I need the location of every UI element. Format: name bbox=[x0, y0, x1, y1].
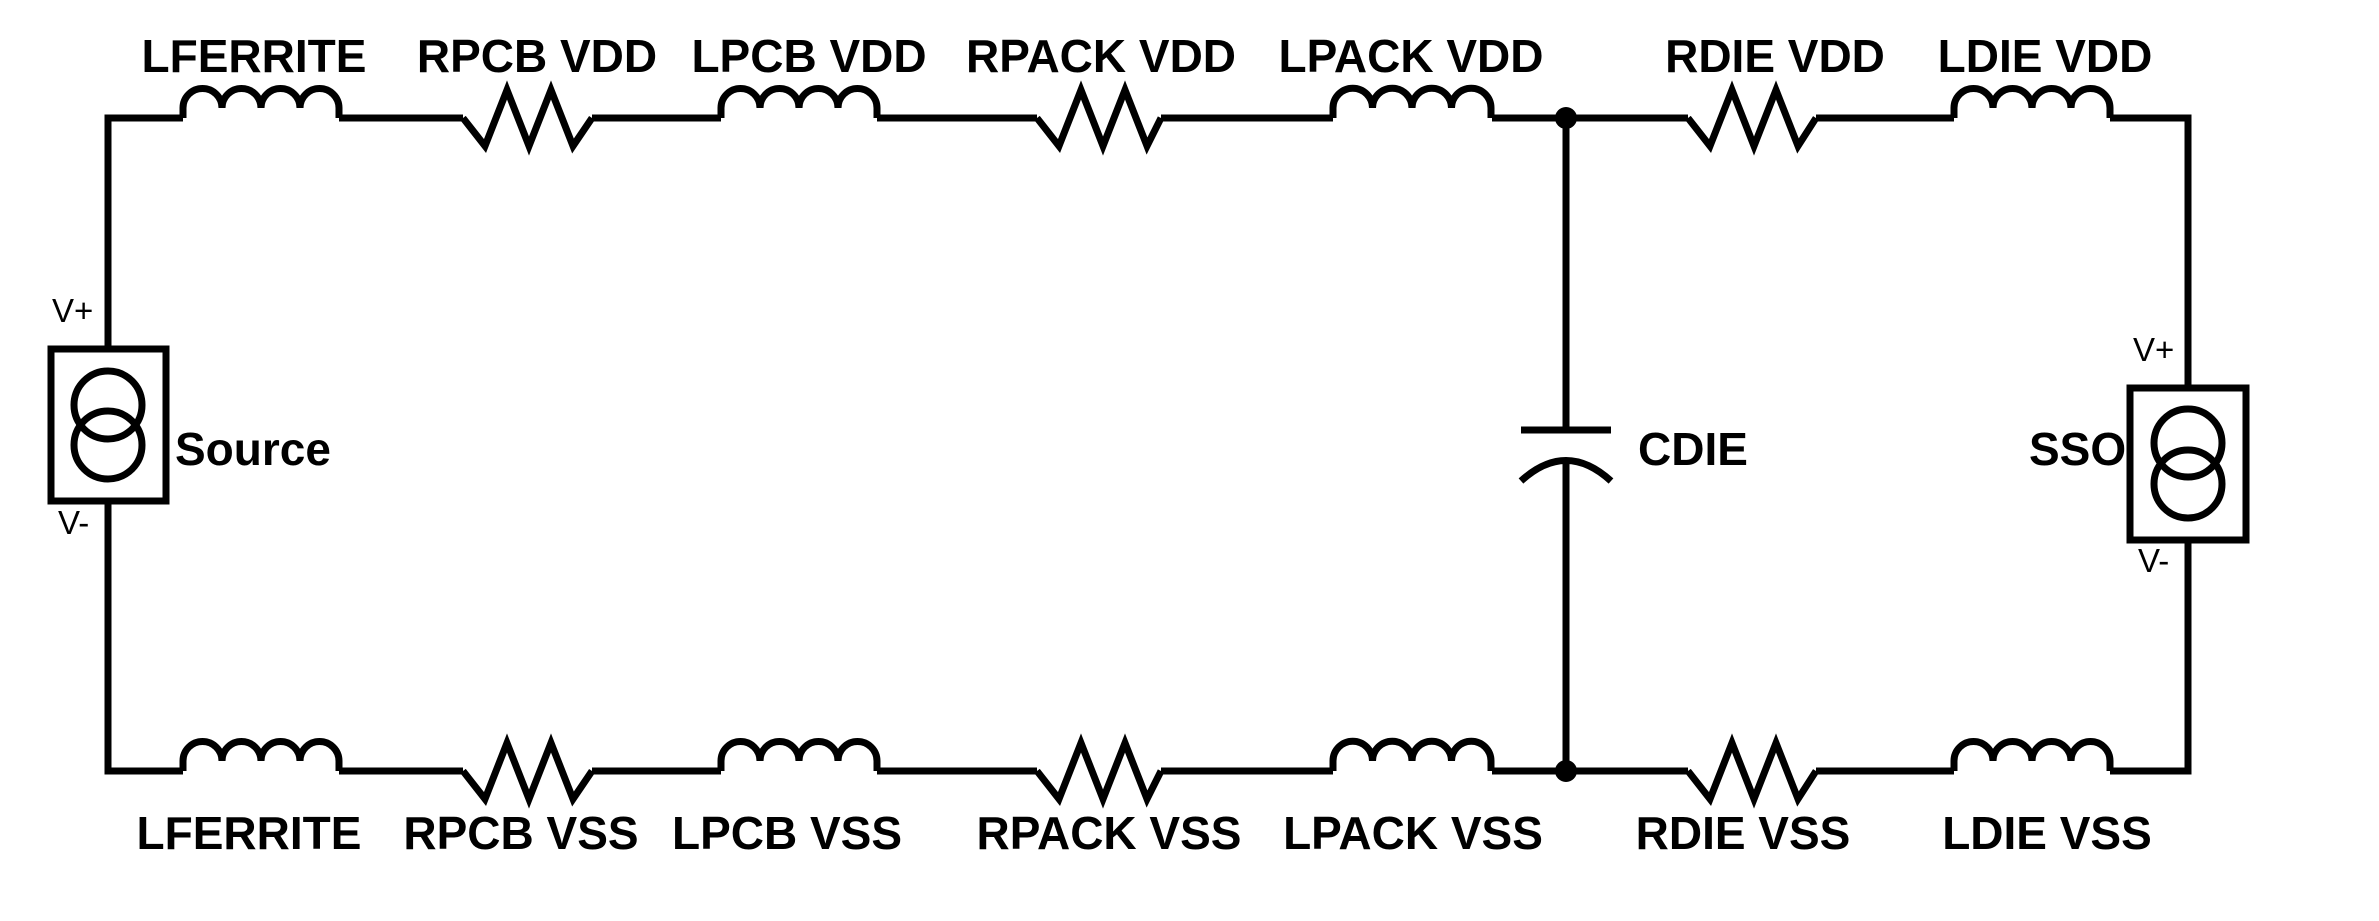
sso-box bbox=[2126, 384, 2250, 544]
top-rpcb-label: RPCB VDD bbox=[417, 30, 657, 82]
bottom-lpack-inductor bbox=[1329, 737, 1495, 771]
sso-upper-circle bbox=[2150, 405, 2226, 481]
bottom-ldie-label: LDIE VSS bbox=[1942, 807, 2152, 859]
bottom-rpcb-resistor bbox=[460, 733, 595, 809]
bottom-ldie-inductor bbox=[1950, 738, 2114, 771]
sso-label: SSO bbox=[2029, 423, 2126, 475]
top-rail: LFERRITE RPCB VDD LPCB VDD RPACK VDD LPA… bbox=[108, 30, 2188, 156]
bottom-lferrite-inductor bbox=[179, 738, 343, 771]
top-lpcb-label: LPCB VDD bbox=[691, 30, 926, 82]
source-positive-label: V+ bbox=[52, 292, 93, 329]
bottom-lferrite-label: LFERRITE bbox=[137, 807, 362, 859]
sso-positive-label: V+ bbox=[2133, 331, 2174, 368]
bottom-rpcb-label: RPCB VSS bbox=[403, 807, 638, 859]
source-negative-label: V- bbox=[58, 504, 89, 541]
top-lpcb-inductor bbox=[717, 85, 881, 118]
bottom-lpcb-label: LPCB VSS bbox=[672, 807, 902, 859]
source-lower-circle bbox=[70, 407, 146, 483]
cdie-label: CDIE bbox=[1638, 423, 1748, 475]
top-lferrite-label: LFERRITE bbox=[142, 30, 367, 82]
sso-current-source: V+ V- SSO bbox=[2029, 114, 2250, 775]
top-rpack-resistor bbox=[1034, 80, 1165, 156]
sso-negative-label: V- bbox=[2138, 542, 2169, 579]
top-lferrite-inductor bbox=[179, 85, 343, 118]
bottom-rpack-label: RPACK VSS bbox=[977, 807, 1242, 859]
bottom-lpcb-inductor bbox=[717, 738, 881, 771]
top-rpcb-resistor bbox=[460, 80, 595, 156]
bottom-rdie-resistor bbox=[1685, 733, 1819, 809]
top-lpack-inductor bbox=[1329, 84, 1495, 118]
cdie-capacitor: CDIE bbox=[1518, 118, 1748, 771]
sso-lower-circle bbox=[2150, 446, 2226, 522]
source-current-source: V+ V- Source bbox=[47, 114, 331, 775]
bottom-lpack-label: LPACK VSS bbox=[1283, 807, 1543, 859]
top-rpack-label: RPACK VDD bbox=[966, 30, 1236, 82]
bottom-rdie-label: RDIE VSS bbox=[1636, 807, 1851, 859]
top-rdie-resistor bbox=[1685, 80, 1819, 156]
source-label: Source bbox=[175, 423, 331, 475]
source-upper-circle bbox=[70, 367, 146, 443]
top-lpack-label: LPACK VDD bbox=[1279, 30, 1544, 82]
top-ldie-label: LDIE VDD bbox=[1938, 30, 2153, 82]
bottom-rail: LFERRITE RPCB VSS LPCB VSS RPACK VSS LPA… bbox=[108, 733, 2188, 859]
top-ldie-inductor bbox=[1950, 85, 2114, 118]
source-box bbox=[47, 345, 170, 505]
top-rdie-label: RDIE VDD bbox=[1665, 30, 1885, 82]
bottom-rpack-resistor bbox=[1034, 733, 1165, 809]
